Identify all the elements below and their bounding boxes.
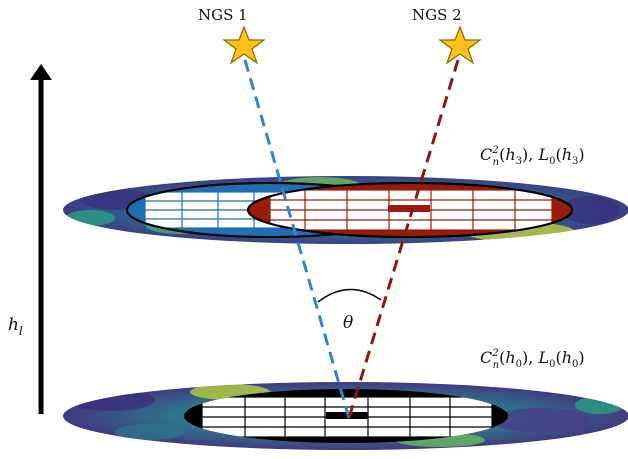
angle-arc bbox=[317, 288, 382, 303]
ngs2-beam bbox=[347, 59, 460, 419]
ngs2-pupil-footprint bbox=[247, 182, 573, 238]
ngs1-label: NGS 1 bbox=[198, 6, 248, 24]
angle-label: θ bbox=[343, 313, 353, 333]
ngs2-label: NGS 2 bbox=[412, 6, 462, 24]
ngs2-central-obscuration bbox=[388, 205, 430, 212]
height-axis-label: hl bbox=[8, 315, 23, 338]
height-axis bbox=[30, 64, 52, 414]
ngs1-star-icon bbox=[222, 25, 266, 65]
ngs2-star-icon bbox=[438, 25, 482, 65]
ngs1-beam bbox=[243, 59, 351, 419]
ground-pupil-footprint bbox=[184, 389, 508, 443]
